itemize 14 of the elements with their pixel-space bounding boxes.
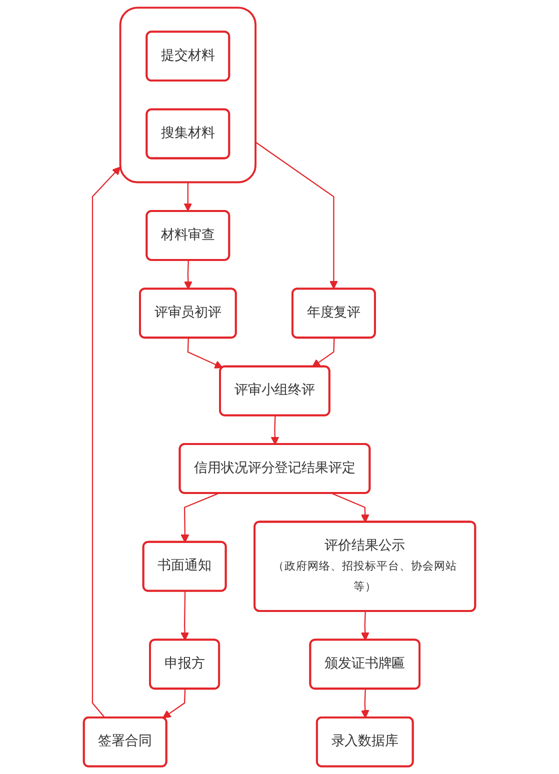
arrow [184,260,192,290]
arrow [332,492,370,523]
arrow [187,338,223,368]
arrow [255,142,338,290]
arrow [180,492,219,543]
arrow [162,689,186,718]
cluster [119,6,256,184]
arrow [312,338,335,368]
arrow [92,166,121,718]
arrow [360,689,370,718]
arrow [184,182,192,212]
arrow [360,611,370,641]
arrow [270,416,280,445]
arrow [180,591,189,641]
